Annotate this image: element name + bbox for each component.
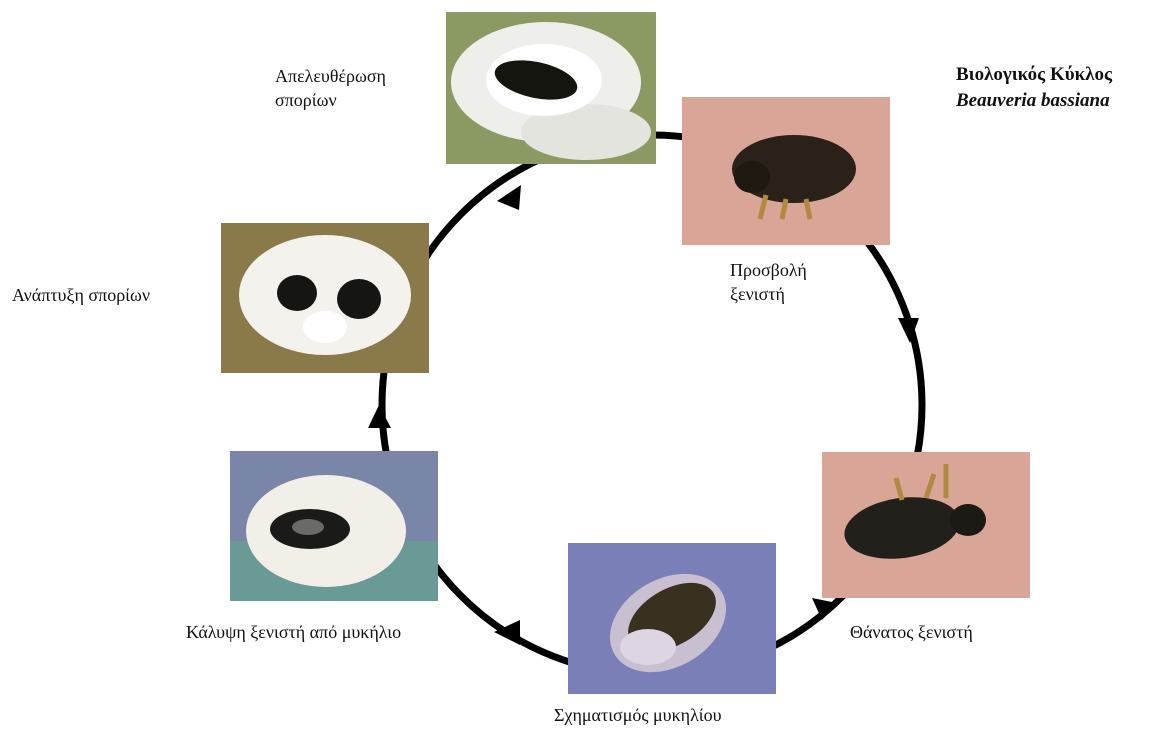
label-line: Κάλυψη ξενιστή από μυκήλιο	[186, 620, 401, 644]
label-line: Σχηματισμός μυκηλίου	[554, 703, 722, 727]
label-line: Απελευθέρωση	[275, 64, 386, 88]
photo-spore-development	[221, 223, 429, 373]
label-mycelium-formation: Σχηματισμός μυκηλίου	[554, 703, 722, 727]
label-spore-release: Απελευθέρωση σπορίων	[275, 64, 386, 112]
label-line: σπορίων	[275, 88, 386, 112]
label-line: Θάνατος ξενιστή	[850, 620, 973, 644]
title-species: Beauveria bassiana	[956, 88, 1112, 114]
photo-spore-release	[446, 12, 656, 164]
title-line-1: Βιολογικός Κύκλος	[956, 62, 1112, 88]
label-line: Προσβολή	[730, 258, 807, 282]
photo-mycelium-formation	[568, 543, 776, 694]
arrow-left	[368, 405, 391, 428]
label-host-death: Θάνατος ξενιστή	[850, 620, 973, 644]
photo-host-covering	[230, 451, 438, 601]
label-line: Ανάπτυξη σπορίων	[12, 283, 150, 307]
label-host-covering: Κάλυψη ξενιστή από μυκήλιο	[186, 620, 401, 644]
label-spore-development: Ανάπτυξη σπορίων	[12, 283, 150, 307]
label-host-attack: Προσβολή ξενιστή	[730, 258, 807, 306]
label-line: ξενιστή	[730, 282, 807, 306]
diagram-title: Βιολογικός Κύκλος Beauveria bassiana	[956, 62, 1112, 114]
arrow-top-left	[497, 185, 521, 210]
photo-host-death	[822, 452, 1030, 598]
photo-host-attack	[682, 97, 890, 245]
